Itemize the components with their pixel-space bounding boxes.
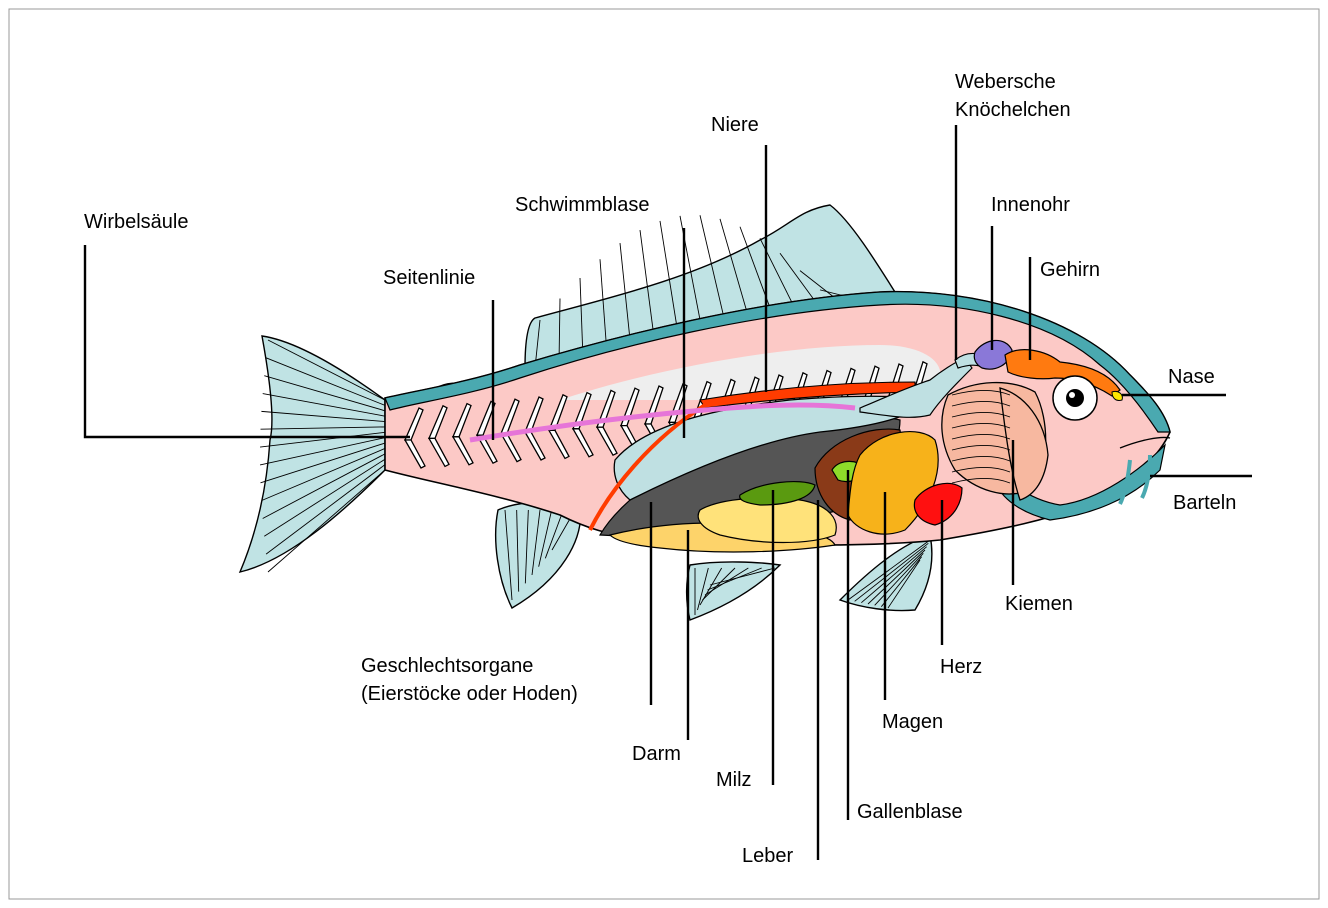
label-leber: Leber bbox=[742, 845, 793, 867]
label-wirbelsaeule: Wirbelsäule bbox=[84, 211, 188, 233]
label-geschlecht-line2: (Eierstöcke oder Hoden) bbox=[361, 683, 578, 705]
label-geschlecht-line1: Geschlechtsorgane bbox=[361, 655, 533, 677]
label-kiemen: Kiemen bbox=[1005, 593, 1073, 615]
label-webersche-line1: Webersche bbox=[955, 71, 1056, 93]
label-webersche-line2: Knöchelchen bbox=[955, 99, 1071, 121]
label-schwimmblase: Schwimmblase bbox=[515, 194, 649, 216]
label-milz: Milz bbox=[716, 769, 752, 791]
label-innenohr: Innenohr bbox=[991, 194, 1070, 216]
label-nase: Nase bbox=[1168, 366, 1215, 388]
eye-highlight bbox=[1069, 392, 1075, 398]
label-darm: Darm bbox=[632, 743, 681, 765]
label-gehirn: Gehirn bbox=[1040, 259, 1100, 281]
label-magen: Magen bbox=[882, 711, 943, 733]
label-gallenblase: Gallenblase bbox=[857, 801, 963, 823]
label-barteln: Barteln bbox=[1173, 492, 1236, 514]
label-seitenlinie: Seitenlinie bbox=[383, 267, 475, 289]
label-niere: Niere bbox=[711, 114, 759, 136]
label-herz: Herz bbox=[940, 656, 982, 678]
eye-pupil bbox=[1066, 389, 1084, 407]
